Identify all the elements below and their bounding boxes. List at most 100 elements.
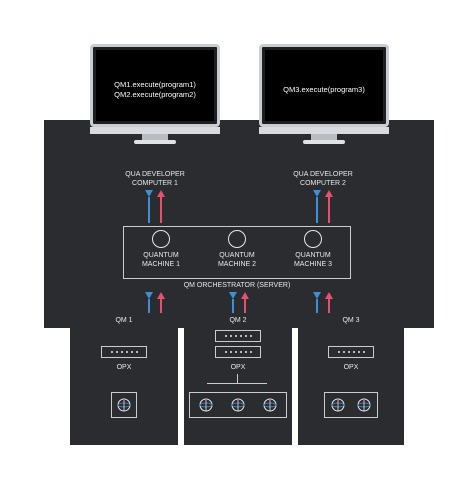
computer-2-label-line-2: COMPUTER 2: [300, 180, 346, 187]
opx-rack-ports: [216, 347, 260, 357]
arrow-up-head: [157, 292, 165, 299]
opx-port: [229, 351, 232, 353]
arrow-up-icon: [241, 292, 249, 313]
monitor-left-foot: [134, 140, 176, 144]
opx-port: [337, 351, 340, 353]
monitor-right-chin: [259, 127, 389, 134]
monitor-left-frame: QM1.execute(program1) QM2.execute(progra…: [90, 44, 220, 127]
arrow-up-icon: [157, 190, 165, 223]
opx-port: [347, 351, 350, 353]
qubit-group: [189, 392, 287, 418]
qubit-icon: [331, 398, 345, 412]
monitor-left: QM1.execute(program1) QM2.execute(progra…: [90, 44, 220, 144]
arrow-down-line: [316, 299, 318, 313]
qm-3-label: QM 3: [342, 317, 360, 324]
qubit-icon: [357, 398, 371, 412]
monitor-left-stand: [142, 134, 168, 141]
opx-rack-ports: [329, 347, 373, 357]
monitor-left-chin: [90, 127, 220, 134]
arrow-up-head: [241, 292, 249, 299]
qubit-box: [111, 392, 137, 418]
qm-2-connector-bar: [207, 383, 267, 384]
arrow-down-icon: [313, 190, 321, 223]
monitor-right-frame: QM3.execute(program3): [259, 44, 389, 127]
opx-port: [239, 335, 242, 337]
monitor-right-screen: QM3.execute(program3): [265, 50, 383, 121]
opx-port: [130, 351, 133, 353]
computer-1-label: QUA DEVELOPER COMPUTER 1: [110, 170, 200, 188]
qm-2-label: QM 2: [229, 317, 247, 324]
qubit-icon: [117, 398, 131, 412]
quantum-machine-2-line-1: QUANTUM: [219, 252, 255, 259]
opx-rack-ports: [102, 347, 146, 357]
main-diagram-panel: [44, 120, 434, 328]
arrow-down-head: [145, 190, 153, 197]
opx-rack-icon: [328, 346, 374, 358]
quantum-machine-2-icon: [228, 230, 246, 248]
quantum-machine-1-icon: [152, 230, 170, 248]
opx-port: [352, 351, 355, 353]
monitor-right-stand: [311, 134, 337, 141]
opx-rack-icon: [215, 346, 261, 358]
arrow-up-head: [325, 292, 333, 299]
arrow-up-line: [328, 197, 330, 223]
qubit-icon: [263, 398, 277, 412]
qm-2-opx-label: OPX: [230, 364, 246, 371]
quantum-machine-2: QUANTUM MACHINE 2: [202, 230, 272, 269]
qm-1-label: QM 1: [115, 317, 133, 324]
orchestrator-label: QM ORCHESTRATOR (SERVER): [183, 282, 291, 289]
opx-port: [110, 351, 113, 353]
opx-rack-ports: [216, 331, 260, 341]
monitor-right-foot: [303, 140, 345, 144]
opx-rack-icon: [215, 330, 261, 342]
arrow-down-icon: [313, 292, 321, 313]
qubit-icon: [199, 398, 213, 412]
quantum-machine-1: QUANTUM MACHINE 1: [126, 230, 196, 269]
opx-port: [244, 335, 247, 337]
arrow-up-head: [157, 190, 165, 197]
qm-3-opx-label: OPX: [343, 364, 359, 371]
opx-port: [115, 351, 118, 353]
opx-port: [120, 351, 123, 353]
monitor-left-line-2: QM2.execute(program2): [114, 90, 196, 99]
qm-3-panel: [298, 326, 404, 445]
arrow-up-icon: [325, 292, 333, 313]
arrow-down-icon: [229, 292, 237, 313]
qubit-group: [324, 392, 378, 418]
arrow-down-line: [316, 197, 318, 223]
opx-port: [239, 351, 242, 353]
quantum-machine-3: QUANTUM MACHINE 3: [278, 230, 348, 269]
opx-port: [234, 335, 237, 337]
opx-port: [244, 351, 247, 353]
computer-1-label-line-2: COMPUTER 1: [132, 180, 178, 187]
arrow-up-line: [160, 299, 162, 313]
qm-2-panel: [184, 326, 292, 445]
qubit-icon: [231, 398, 245, 412]
arrow-up-icon: [325, 190, 333, 223]
computer-2-label: QUA DEVELOPER COMPUTER 2: [278, 170, 368, 188]
opx-port: [224, 351, 227, 353]
arrow-up-head: [325, 190, 333, 197]
opx-port: [229, 335, 232, 337]
opx-rack-icon: [101, 346, 147, 358]
arrow-down-line: [232, 299, 234, 313]
arrow-down-icon: [145, 190, 153, 223]
quantum-machine-1-line-1: QUANTUM: [143, 252, 179, 259]
orchestrator-box: [123, 226, 351, 279]
quantum-machine-2-line-2: MACHINE 2: [217, 261, 257, 268]
quantum-machine-3-icon: [304, 230, 322, 248]
opx-port: [249, 351, 252, 353]
qm-1-opx-label: OPX: [116, 364, 132, 371]
opx-port: [362, 351, 365, 353]
arrow-down-head: [313, 292, 321, 299]
opx-port: [357, 351, 360, 353]
opx-port: [234, 351, 237, 353]
opx-port: [249, 335, 252, 337]
quantum-machine-1-line-2: MACHINE 1: [141, 261, 181, 268]
arrow-down-icon: [145, 292, 153, 313]
arrow-up-line: [244, 299, 246, 313]
monitor-right-line-1: QM3.execute(program3): [283, 85, 365, 94]
monitor-left-screen: QM1.execute(program1) QM2.execute(progra…: [96, 50, 214, 121]
arrow-up-icon: [157, 292, 165, 313]
arrow-down-line: [148, 299, 150, 313]
